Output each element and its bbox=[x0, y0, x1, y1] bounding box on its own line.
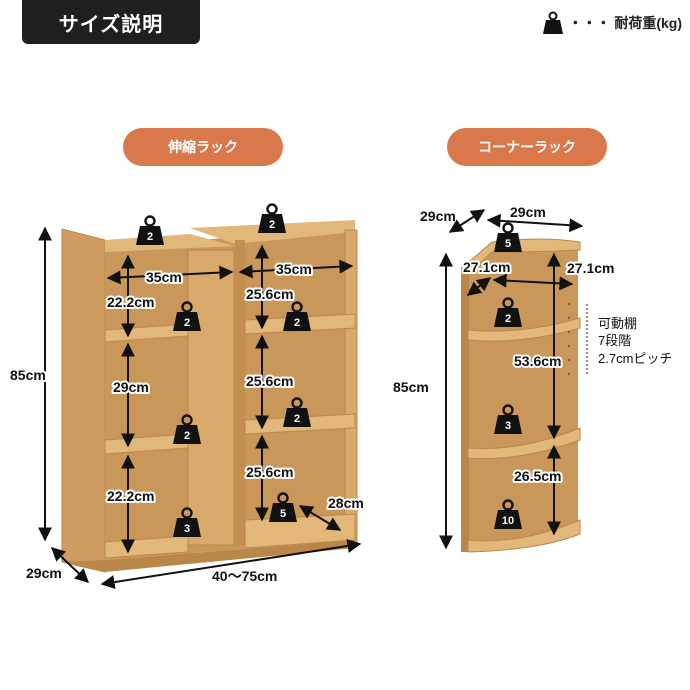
legend-label: 耐荷重(kg) bbox=[614, 15, 682, 31]
weight-icon: 2 bbox=[281, 397, 313, 429]
left-depth-label: 29cm bbox=[26, 565, 62, 581]
weight-icon: 2 bbox=[134, 215, 166, 247]
svg-text:3: 3 bbox=[184, 523, 190, 535]
left-rack-name: 伸縮ラック bbox=[123, 128, 283, 166]
svg-text:2: 2 bbox=[294, 413, 300, 425]
svg-text:10: 10 bbox=[502, 515, 514, 527]
adjustable-note-line-3: 2.7cmピッチ bbox=[598, 351, 672, 366]
adjustable-note-line-2: 7段階 bbox=[598, 333, 631, 348]
right-compartment-width-label: 35cm bbox=[276, 261, 312, 277]
corner-depth-label: 29cm bbox=[420, 208, 456, 224]
weight-icon: 2 bbox=[171, 301, 203, 333]
left-compartment-width-label: 35cm bbox=[146, 269, 182, 285]
svg-text:2: 2 bbox=[269, 219, 275, 231]
left-height-label: 85cm bbox=[10, 367, 46, 383]
legend-dots: ・・・ bbox=[568, 15, 611, 31]
corner-top-width-label: 29cm bbox=[510, 204, 546, 220]
weight-icon: 10 bbox=[492, 499, 524, 531]
corner-height-label: 85cm bbox=[393, 379, 429, 395]
corner-rack-loads: 5 2 3 10 bbox=[492, 222, 524, 531]
svg-text:5: 5 bbox=[505, 238, 511, 250]
svg-text:2: 2 bbox=[184, 317, 190, 329]
weight-icon: 3 bbox=[171, 507, 203, 539]
corner-lower-height-label: 26.5cm bbox=[514, 468, 561, 484]
svg-text:2: 2 bbox=[184, 430, 190, 442]
weight-icon: 5 bbox=[267, 492, 299, 524]
svg-text:2: 2 bbox=[297, 402, 306, 419]
bottom-depth-label: 28cm bbox=[328, 495, 364, 511]
left-width-label: 40〜75cm bbox=[212, 568, 277, 584]
weight-icon: 2 bbox=[256, 203, 288, 235]
corner-inner-left-label: 27.1cm bbox=[463, 259, 510, 275]
left-shelf-height-1: 22.2cm bbox=[107, 294, 154, 310]
adjustable-note-line-1: 可動棚 bbox=[598, 316, 637, 331]
expandable-rack-illustration bbox=[61, 220, 358, 573]
right-shelf-height-1: 25.6cm bbox=[246, 286, 293, 302]
svg-text:2: 2 bbox=[147, 231, 153, 243]
right-rack-name: コーナーラック bbox=[447, 128, 607, 166]
weight-icon: 5 bbox=[492, 222, 524, 254]
svg-text:5: 5 bbox=[280, 508, 286, 520]
weight-icon: 2 bbox=[281, 301, 313, 333]
svg-text:3: 3 bbox=[505, 420, 511, 432]
weight-icon bbox=[543, 11, 564, 34]
right-shelf-height-3: 25.6cm bbox=[246, 464, 293, 480]
left-rack-dimensions: 85cm 29cm 40〜75cm 35cm 35cm 22.2cm 29cm … bbox=[8, 226, 366, 589]
svg-text:2: 2 bbox=[294, 317, 300, 329]
weight-icon: 3 bbox=[492, 404, 524, 436]
left-rack-loads: 2 2 2 2 2 2 2 3 5 bbox=[134, 203, 313, 539]
corner-upper-height-label: 53.6cm bbox=[514, 353, 561, 369]
svg-text:2: 2 bbox=[505, 313, 511, 325]
load-legend: ・・・ 耐荷重(kg) bbox=[542, 10, 682, 36]
left-shelf-height-3: 22.2cm bbox=[107, 488, 154, 504]
weight-icon: 2 bbox=[171, 414, 203, 446]
weight-icon: 2 bbox=[492, 297, 524, 329]
page-title: サイズ説明 bbox=[22, 0, 200, 44]
right-shelf-height-2: 25.6cm bbox=[246, 373, 293, 389]
corner-rack-dimensions: 85cm 29cm 29cm 27.1cm 27.1cm 53.6cm 26.5… bbox=[391, 204, 672, 550]
corner-inner-right-label: 27.1cm bbox=[567, 260, 614, 276]
left-shelf-height-2: 29cm bbox=[113, 379, 149, 395]
